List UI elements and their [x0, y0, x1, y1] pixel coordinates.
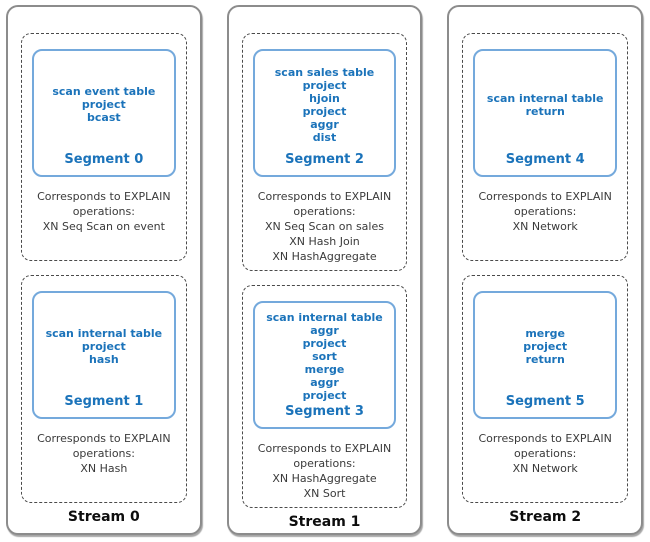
explain-line: Corresponds to EXPLAIN — [478, 190, 612, 203]
operation-line: sort — [312, 350, 337, 363]
explain-line: XN Seq Scan on event — [42, 220, 165, 233]
operation-line: project — [302, 78, 347, 92]
operation-line: project — [81, 98, 126, 111]
operation-line: aggr — [310, 117, 339, 131]
operation-line: project — [302, 389, 347, 402]
stream-label: Stream 2 — [509, 509, 582, 525]
operation-line: scan internal table — [266, 311, 383, 324]
explain-text: Corresponds to EXPLAIN operations: XN Seq … — [32, 189, 176, 234]
explain-line: Corresponds to EXPLAIN — [257, 442, 392, 455]
explain-line: Corresponds to EXPLAIN — [37, 432, 171, 445]
operation-line: scan sales table — [274, 65, 375, 79]
operation-line: project — [302, 104, 347, 118]
operation-line: return — [525, 104, 565, 118]
explain-line: XN Sort — [303, 487, 346, 500]
explain-line: operations: — [72, 205, 135, 218]
explain-text: Corresponds to EXPLAIN operations: XN Netw… — [473, 431, 617, 476]
explain-line: XN Hash — [80, 462, 128, 475]
operation-line: aggr — [310, 324, 339, 337]
operation-line: scan internal table — [486, 91, 604, 105]
explain-text: Corresponds to EXPLAIN operations: XN Netw… — [473, 189, 617, 234]
segment-label: Segment 3 — [285, 404, 364, 419]
operation-line: hash — [89, 353, 119, 366]
operation-line: merge — [304, 363, 345, 376]
explain-line: XN HashAggregate — [272, 250, 377, 263]
operation-line: dist — [312, 130, 337, 144]
explain-line: operations: — [72, 447, 135, 460]
operation-line: hjoin — [309, 91, 340, 105]
segment-label: Segment 2 — [285, 152, 364, 167]
segment-label: Segment 1 — [64, 394, 144, 409]
explain-text: Corresponds to EXPLAIN operations: XN Hash — [32, 431, 176, 476]
explain-line: Corresponds to EXPLAIN — [37, 190, 171, 203]
operation-line: project — [302, 337, 347, 350]
operation-line: project — [523, 340, 568, 353]
segment-label: Segment 4 — [505, 152, 585, 167]
stream-label: Stream 0 — [67, 509, 140, 525]
explain-line: operations: — [514, 205, 577, 218]
operation-line: bcast — [87, 111, 121, 124]
explain-line: operations: — [293, 205, 356, 218]
explain-line: XN Network — [512, 220, 578, 233]
explain-text: Corresponds to EXPLAIN operations: XN Seq … — [253, 189, 397, 264]
explain-line: Corresponds to EXPLAIN — [478, 432, 612, 445]
operation-line: scan internal table — [45, 327, 163, 340]
explain-line: XN Seq Scan on sales — [265, 220, 384, 233]
explain-line: XN Hash Join — [289, 235, 360, 248]
explain-line: operations: — [293, 457, 356, 470]
operation-line: scan event table — [52, 85, 156, 98]
explain-text: Corresponds to EXPLAIN operations: XN Hash… — [253, 441, 397, 501]
segment-label: Segment 0 — [64, 152, 144, 167]
explain-line: Corresponds to EXPLAIN — [257, 190, 392, 203]
stream-label: Stream 1 — [288, 514, 361, 530]
segment-label: Segment 5 — [505, 394, 585, 409]
explain-line: operations: — [514, 447, 577, 460]
explain-line: XN Network — [512, 462, 578, 475]
explain-line: XN HashAggregate — [272, 472, 377, 485]
operation-line: return — [525, 353, 565, 366]
operation-line: aggr — [310, 376, 339, 389]
operation-line: merge — [525, 327, 566, 340]
operation-line: project — [81, 340, 126, 353]
